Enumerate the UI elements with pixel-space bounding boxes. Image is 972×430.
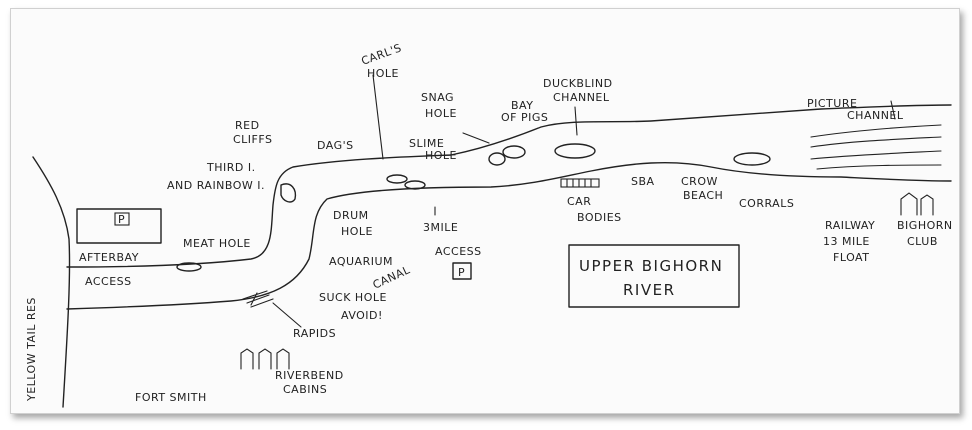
bighorn-club-icon <box>900 192 934 216</box>
rapids-leader <box>272 302 302 328</box>
car-bodies-marker <box>560 178 600 188</box>
dags-label: DAG'S <box>317 139 354 152</box>
duckblind-leader <box>574 106 578 136</box>
snag-hole-label-1: SNAG <box>421 91 454 104</box>
red-cliffs-label-2: CLIFFS <box>233 133 273 146</box>
three-mile-label-2: ACCESS <box>435 245 482 258</box>
island-bay-1 <box>488 152 506 166</box>
picture-channel-label-1: PICTURE <box>807 97 857 110</box>
picture-channel-line-3 <box>810 150 942 160</box>
access-left-label: ACCESS <box>85 275 132 288</box>
picture-channel-line-2 <box>810 136 942 148</box>
red-cliffs-label-1: RED <box>235 119 260 132</box>
picture-channel-line-1 <box>810 124 942 138</box>
picture-leader <box>890 100 896 120</box>
fort-smith-label: FORT SMITH <box>135 391 207 404</box>
picture-channel-label-2: CHANNEL <box>847 109 904 122</box>
island-meat-hole <box>176 262 202 272</box>
railway-label-2: 13 MILE <box>823 235 870 248</box>
river-map: P P UPPER BIGHORN RIVER YELLOW TAIL RES … <box>25 41 953 408</box>
rapids-marker <box>242 290 274 308</box>
island-duckblind <box>554 143 596 159</box>
drum-hole-label-2: HOLE <box>341 225 373 238</box>
afterbay-label: AFTERBAY <box>79 251 139 264</box>
crow-beach-label-1: CROW <box>681 175 718 188</box>
duckblind-label-2: CHANNEL <box>553 91 610 104</box>
avoid-label: AVOID! <box>341 309 383 322</box>
island-bay-2 <box>502 145 526 159</box>
map-title-line2: RIVER <box>623 281 676 299</box>
bay-of-pigs-label-1: BAY <box>511 99 533 112</box>
crow-beach-label-2: BEACH <box>683 189 723 202</box>
corrals-label: CORRALS <box>739 197 794 210</box>
island-third <box>280 183 297 203</box>
slime-hole-label-1: SLIME <box>409 137 444 150</box>
yellowtail-label: YELLOW TAIL RES <box>25 297 38 402</box>
island-crow <box>733 152 771 166</box>
riverbend-cabins-icon <box>240 348 290 370</box>
carls-label-1: CARL'S <box>360 41 404 68</box>
afterbay-parking-area: P <box>76 208 162 244</box>
island-slime-1 <box>386 174 408 184</box>
car-bodies-label-1: CAR <box>567 195 591 208</box>
railway-label-1: RAILWAY <box>825 219 875 232</box>
three-mile-parking: P <box>452 262 472 280</box>
bighorn-club-label-2: CLUB <box>907 235 938 248</box>
third-island-label: THIRD I. <box>206 161 256 174</box>
aquarium-label: AQUARIUM <box>329 255 393 268</box>
rainbow-island-label: AND RAINBOW I. <box>167 179 265 192</box>
snag-leader <box>462 132 490 144</box>
three-mile-label-1: 3MILE <box>423 221 458 234</box>
railway-label-3: FLOAT <box>833 251 869 264</box>
riverbend-label-2: CABINS <box>283 383 327 396</box>
bighorn-club-label-1: BIGHORN <box>897 219 953 232</box>
snag-hole-label-2: HOLE <box>425 107 457 120</box>
meat-hole-label: MEAT HOLE <box>183 237 251 250</box>
picture-channel-line-4 <box>816 164 942 170</box>
bay-of-pigs-label-2: OF PIGS <box>501 111 548 124</box>
carls-label-2: HOLE <box>367 67 399 80</box>
afterbay-parking-symbol: P <box>118 213 125 226</box>
duckblind-label-1: DUCKBLIND <box>543 77 613 90</box>
suck-hole-label: SUCK HOLE <box>319 291 387 304</box>
slime-hole-label-2: HOLE <box>425 149 457 162</box>
river-south-bank <box>66 161 952 310</box>
car-bodies-label-2: BODIES <box>577 211 622 224</box>
riverbend-label-1: RIVERBEND <box>275 369 344 382</box>
reservoir-shore <box>32 156 71 408</box>
map-frame: P P UPPER BIGHORN RIVER YELLOW TAIL RES … <box>10 8 960 414</box>
carls-leader <box>372 74 384 160</box>
map-title-line1: UPPER BIGHORN <box>579 257 723 275</box>
sba-label: SBA <box>631 175 655 188</box>
drum-hole-label-1: DRUM <box>333 209 369 222</box>
title-box <box>568 244 740 308</box>
island-slime-2 <box>404 180 426 190</box>
river-north-bank <box>66 104 952 268</box>
three-mile-parking-symbol: P <box>458 266 465 279</box>
rapids-label: RAPIDS <box>293 327 336 340</box>
